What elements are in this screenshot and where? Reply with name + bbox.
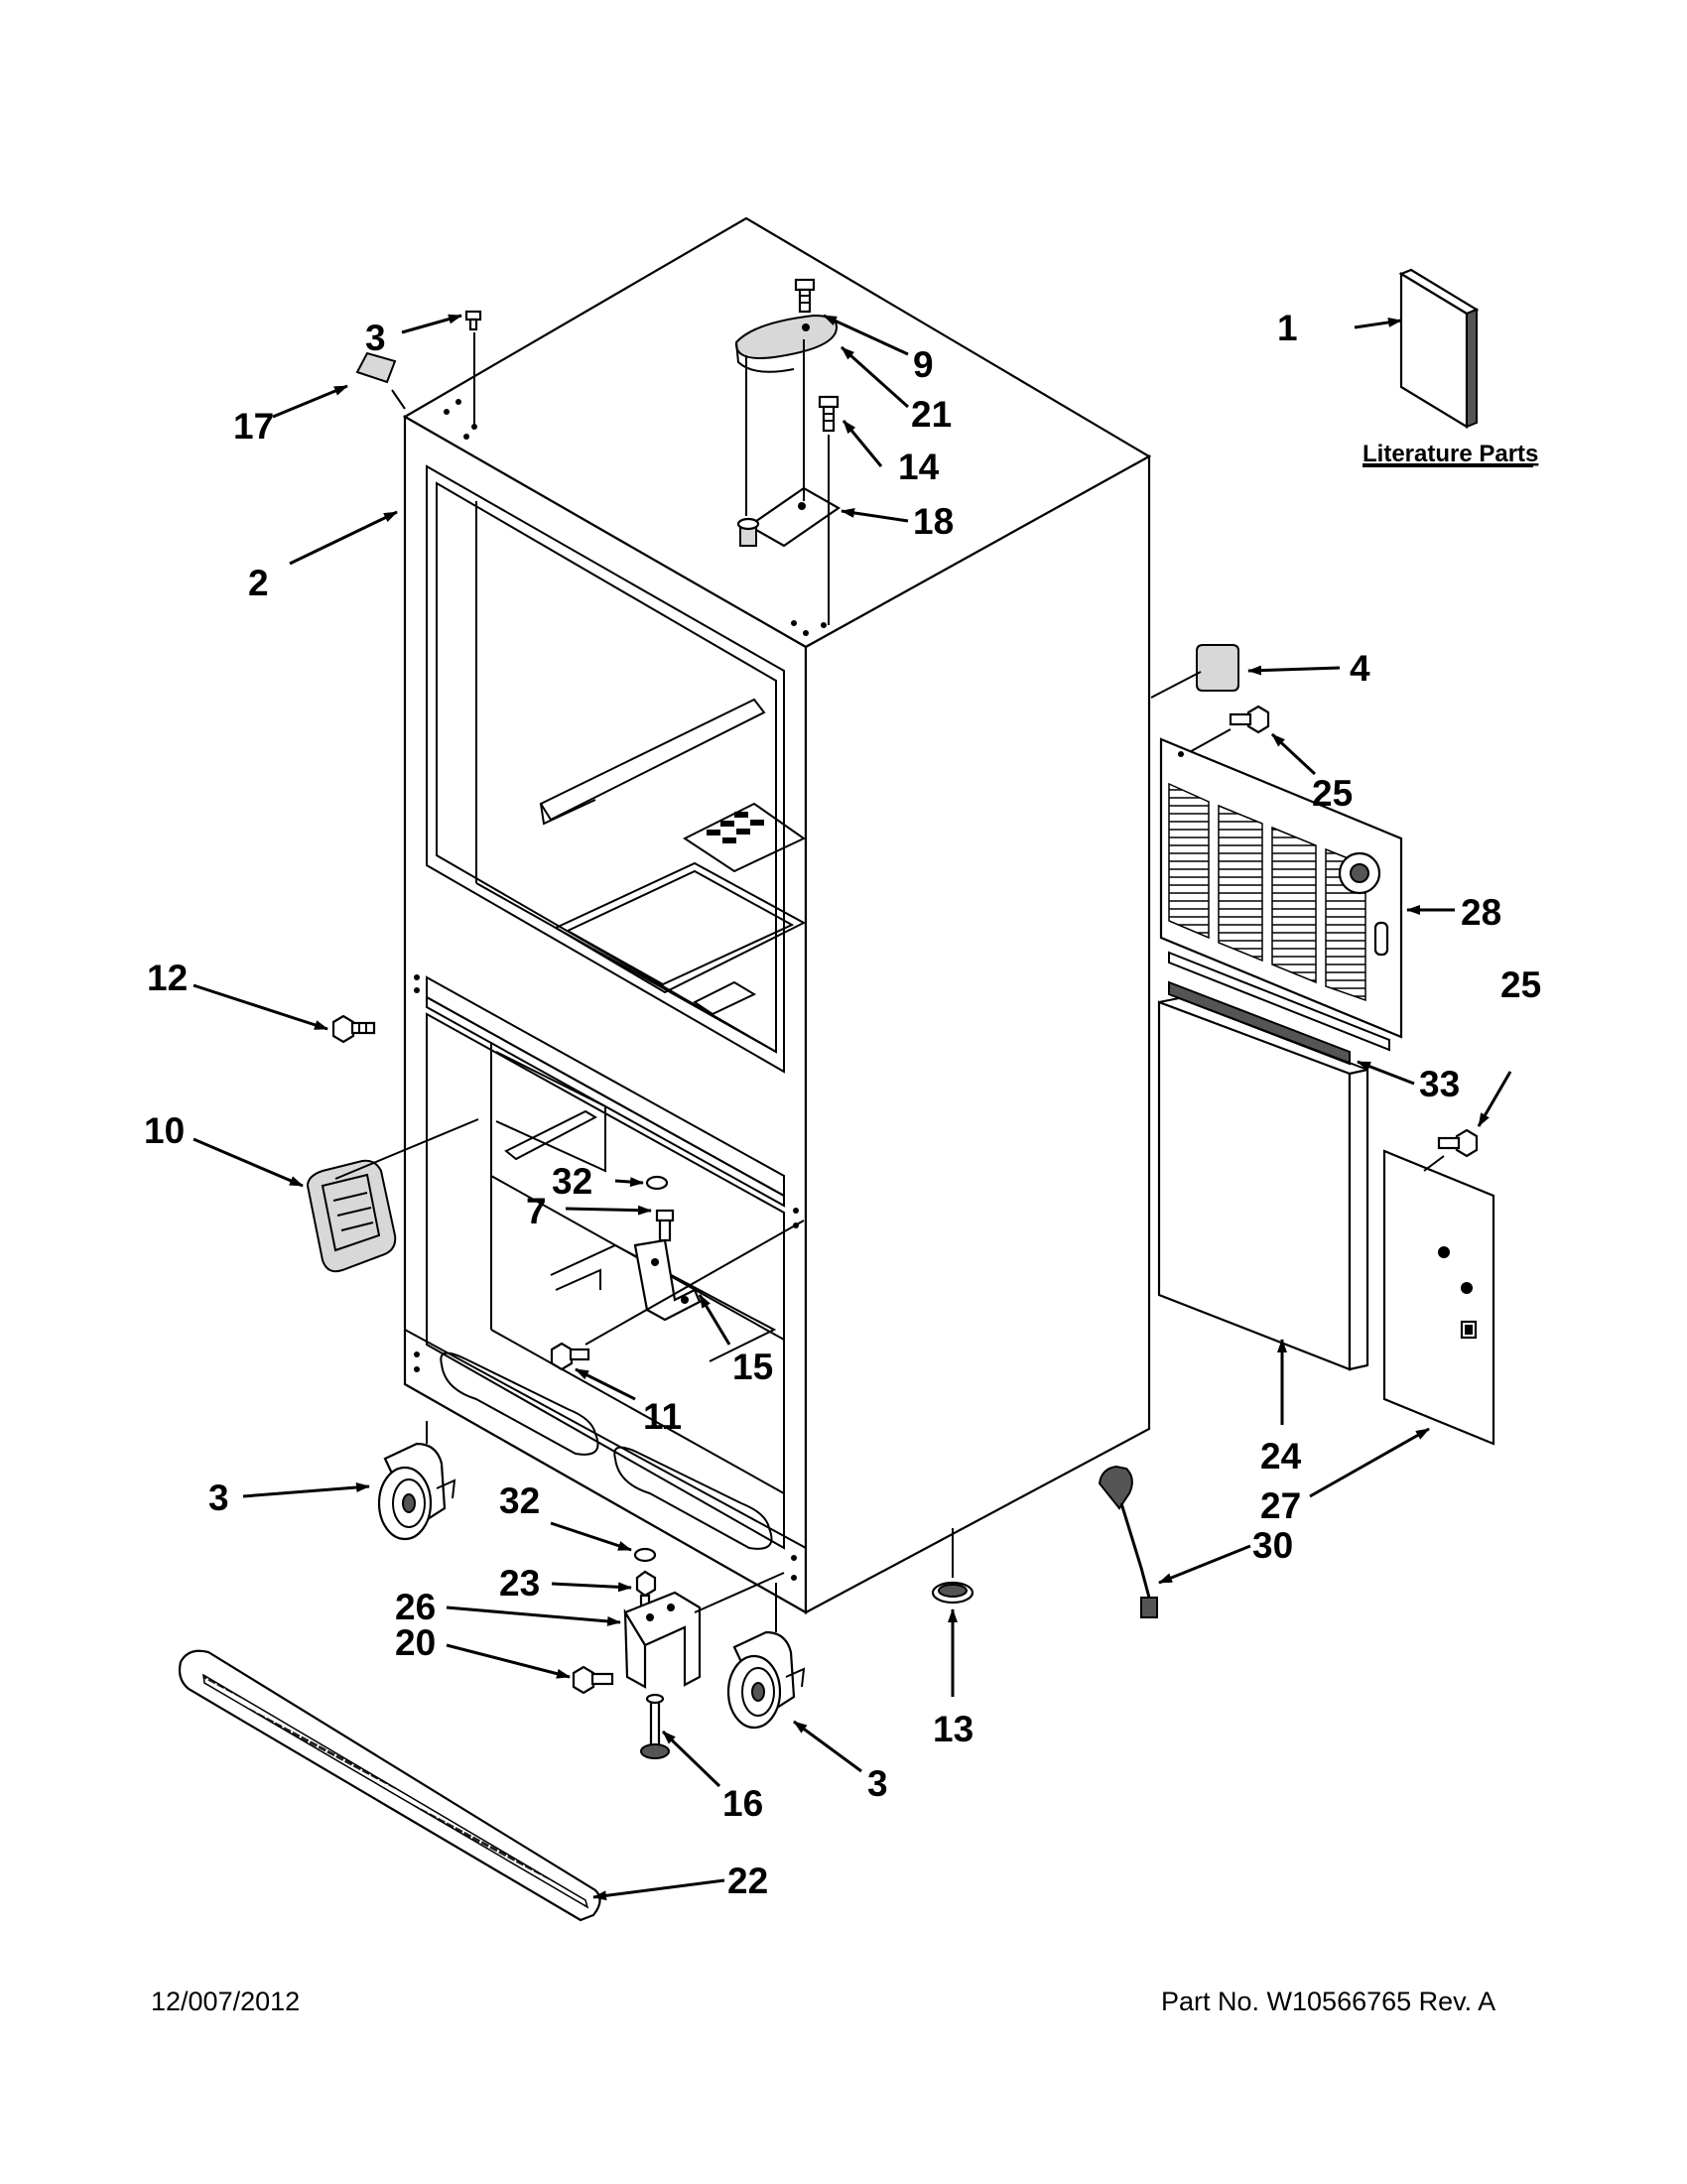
- bracket-bolt: [572, 1665, 614, 1695]
- callout-28: 28: [1461, 892, 1501, 933]
- callout-32-lower: 32: [499, 1480, 540, 1521]
- bracket-screw: [550, 1342, 590, 1371]
- rear-left-caster: [377, 1421, 456, 1541]
- grille-screw: [1229, 705, 1270, 734]
- rear-access-grille: [1159, 737, 1403, 1052]
- front-right-caster: [726, 1583, 806, 1730]
- callout-25-lower: 25: [1500, 964, 1541, 1005]
- callout-15: 15: [732, 1347, 773, 1387]
- callout-27: 27: [1260, 1485, 1301, 1526]
- callout-17: 17: [233, 406, 274, 447]
- callout-26: 26: [395, 1587, 436, 1627]
- callout-13: 13: [933, 1709, 973, 1749]
- center-hinge-bracket: [633, 1238, 702, 1322]
- trim-plug: [355, 351, 397, 384]
- top-screw: [464, 310, 482, 331]
- callout-7: 7: [526, 1191, 547, 1231]
- callout-32-upper: 32: [552, 1161, 592, 1202]
- leader-lines: [193, 314, 1512, 1901]
- leveler-washer: [633, 1547, 657, 1563]
- callout-22: 22: [727, 1861, 768, 1901]
- leveling-leg: [640, 1693, 670, 1759]
- callout-20: 20: [395, 1622, 436, 1663]
- callout-4: 4: [1350, 648, 1370, 689]
- callout-3-front-caster: 3: [867, 1763, 888, 1804]
- hinge-screw: [794, 278, 816, 314]
- callout-18: 18: [913, 501, 954, 542]
- callout-3-top: 3: [365, 318, 386, 358]
- hinge-cover: [734, 314, 838, 373]
- callout-12: 12: [147, 958, 188, 998]
- literature-parts-label: Literature Parts: [1363, 441, 1538, 467]
- hinge-mount-screw: [818, 395, 840, 433]
- callout-25-upper: 25: [1312, 773, 1353, 814]
- callout-1: 1: [1277, 308, 1298, 348]
- callout-21: 21: [911, 394, 952, 435]
- leveler-bracket: [623, 1591, 702, 1689]
- callout-labels: 1 2 3 3 3 4 7 9 10 11 12 13 14 15 16 17 …: [144, 308, 1541, 1901]
- callout-2: 2: [248, 563, 269, 603]
- callout-16: 16: [722, 1783, 763, 1824]
- callout-3-left-caster: 3: [208, 1477, 229, 1518]
- oval-cutouts: [440, 1351, 773, 1550]
- hinge-plate: [736, 486, 842, 548]
- footer-part-number: Part No. W10566765 Rev. A: [1161, 1987, 1496, 2016]
- literature-booklet: [1398, 268, 1480, 429]
- leveler-nut: [635, 1570, 657, 1607]
- callout-33: 33: [1419, 1064, 1460, 1104]
- panel-screw: [1437, 1128, 1479, 1158]
- callout-24: 24: [1260, 1436, 1302, 1477]
- callout-11: 11: [643, 1396, 682, 1437]
- callout-14: 14: [898, 447, 940, 487]
- drain-tube: [1098, 1465, 1158, 1618]
- side-screw: [331, 1014, 376, 1044]
- rubber-foot: [931, 1581, 974, 1605]
- rear-cover-panel: [1382, 1149, 1495, 1446]
- control-module: [306, 1159, 397, 1273]
- callout-9: 9: [913, 344, 934, 385]
- washer: [645, 1175, 669, 1191]
- toe-grille: [178, 1649, 601, 1922]
- air-vent: [683, 802, 806, 873]
- rating-label: [1196, 644, 1239, 692]
- callout-10: 10: [144, 1110, 185, 1151]
- callout-30: 30: [1252, 1525, 1293, 1566]
- footer-date: 12/007/2012: [151, 1987, 301, 2016]
- refrigerator-cabinet: [402, 216, 1152, 1614]
- top-hinge-assembly: [473, 278, 842, 625]
- callout-23: 23: [499, 1563, 540, 1604]
